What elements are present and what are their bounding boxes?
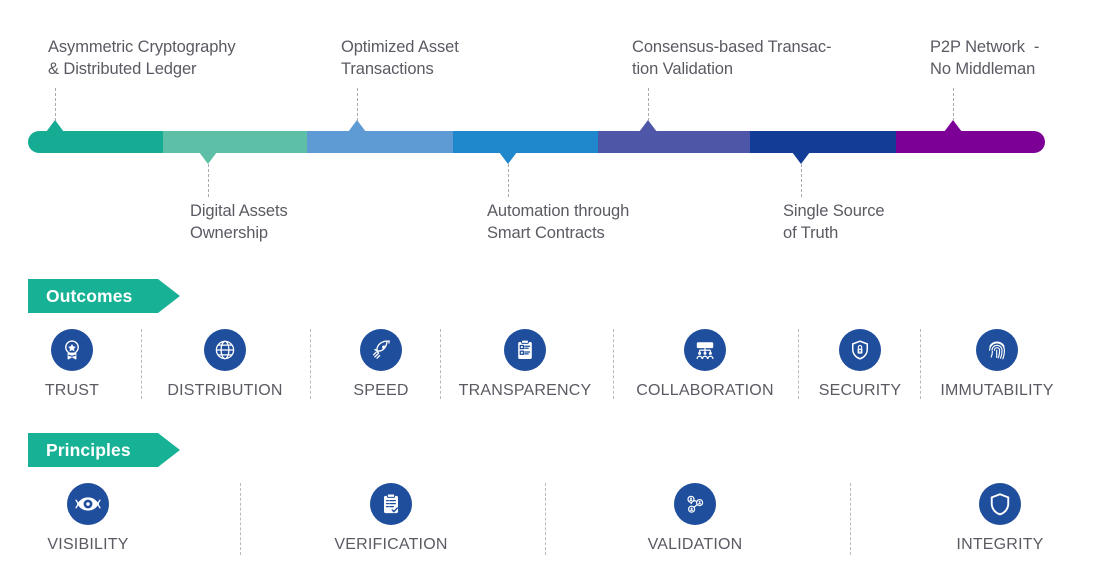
principle-label: VERIFICATION [334,536,448,553]
timeline-gradient-bar [28,131,1045,153]
outcome-item-trust[interactable]: TRUST [0,329,162,400]
shield-icon [979,483,1021,525]
node-network-icon [674,483,716,525]
marker-3-leader-line [357,88,358,121]
timeline-segment-7 [896,131,1045,153]
clipboard-check-icon [370,483,412,525]
outcomes-banner-label: Outcomes [46,285,133,306]
outcome-item-security[interactable]: SECURITY [770,329,950,400]
principle-label: VALIDATION [647,536,743,553]
outcome-label: TRANSPARENCY [458,382,592,399]
principle-label: VISIBILITY [47,536,129,553]
outcome-label: COLLABORATION [636,382,774,399]
globe-icon [204,329,246,371]
marker-2-label: Digital Assets Ownership [190,202,288,242]
marker-1-leader-line [55,88,56,121]
outcome-label: DISTRIBUTION [167,382,283,399]
marker-2-leader-line [208,164,209,197]
principle-divider [545,483,546,555]
marker-7-pointer-icon [944,120,962,132]
timeline-segment-3 [307,131,453,153]
outcome-divider [310,329,311,399]
award-badge-icon [51,329,93,371]
marker-4-pointer-icon [499,152,517,164]
principle-item-visibility[interactable]: VISIBILITY [0,483,178,554]
outcome-item-collaboration[interactable]: COLLABORATION [615,329,795,400]
principle-item-verification[interactable]: VERIFICATION [301,483,481,554]
timeline-segment-4 [453,131,598,153]
marker-1-label: Asymmetric Cryptography & Distributed Le… [48,38,236,78]
principle-divider [850,483,851,555]
blockchain-timeline-section: Asymmetric Cryptography & Distributed Le… [0,0,1107,255]
outcome-item-distribution[interactable]: DISTRIBUTION [135,329,315,400]
eye-icon [67,483,109,525]
clipboard-list-icon [504,329,546,371]
outcome-label: TRUST [44,382,100,399]
marker-3-label: Optimized Asset Transactions [341,38,459,78]
principle-divider [240,483,241,555]
marker-7-leader-line [953,88,954,121]
marker-6-label: Single Source of Truth [783,202,885,242]
outcome-label: IMMUTABILITY [940,382,1054,399]
outcome-divider [798,329,799,399]
marker-5-leader-line [648,88,649,121]
outcome-divider [440,329,441,399]
banner-arrow-icon [158,433,180,467]
marker-6-leader-line [801,164,802,197]
outcome-divider [141,329,142,399]
timeline-segment-2 [163,131,307,153]
marker-5-pointer-icon [639,120,657,132]
people-network-icon [684,329,726,371]
fingerprint-icon [976,329,1018,371]
marker-1-pointer-icon [46,120,64,132]
outcome-item-immutability[interactable]: IMMUTABILITY [907,329,1087,400]
principles-banner-label: Principles [46,439,131,460]
outcomes-banner: Outcomes [28,279,180,313]
principle-item-validation[interactable]: VALIDATION [605,483,785,554]
outcome-divider [920,329,921,399]
rocket-icon [360,329,402,371]
outcome-label: SPEED [353,382,409,399]
timeline-segment-1 [28,131,163,153]
timeline-segment-5 [598,131,750,153]
outcome-label: SECURITY [818,382,902,399]
outcome-divider [613,329,614,399]
marker-4-label: Automation through Smart Contracts [487,202,630,242]
marker-6-pointer-icon [792,152,810,164]
marker-3-pointer-icon [348,120,366,132]
outcome-item-transparency[interactable]: TRANSPARENCY [435,329,615,400]
outcome-item-speed[interactable]: SPEED [291,329,471,400]
marker-4-leader-line [508,164,509,197]
marker-5-label: Consensus-based Transac- tion Validation [632,38,832,78]
timeline-segment-6 [750,131,896,153]
principle-item-integrity[interactable]: INTEGRITY [910,483,1090,554]
principle-label: INTEGRITY [956,536,1044,553]
banner-arrow-icon [158,279,180,313]
principles-banner: Principles [28,433,180,467]
shield-lock-icon [839,329,881,371]
marker-2-pointer-icon [199,152,217,164]
marker-7-label: P2P Network - No Middleman [930,38,1040,78]
